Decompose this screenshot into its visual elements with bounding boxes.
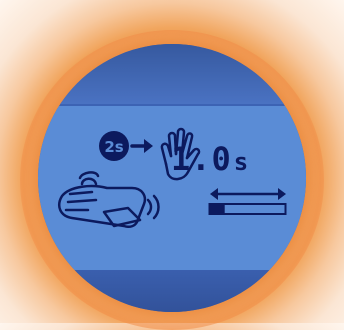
progress-fill — [210, 204, 225, 214]
bezel-bottom — [38, 270, 306, 312]
progress-bar — [208, 202, 288, 216]
time-value: 1.0 — [171, 140, 232, 178]
time-readout: 1.0s — [171, 142, 249, 179]
double-arrow-icon — [208, 186, 288, 202]
lcd-screen: 2s 1.0s — [38, 106, 306, 270]
time-unit: s — [234, 148, 249, 176]
bezel-top — [38, 44, 306, 104]
timer-badge-text: 2s — [104, 138, 123, 156]
display-bezel: 2s 1.0s — [38, 44, 306, 312]
arrow-icon — [130, 136, 156, 156]
